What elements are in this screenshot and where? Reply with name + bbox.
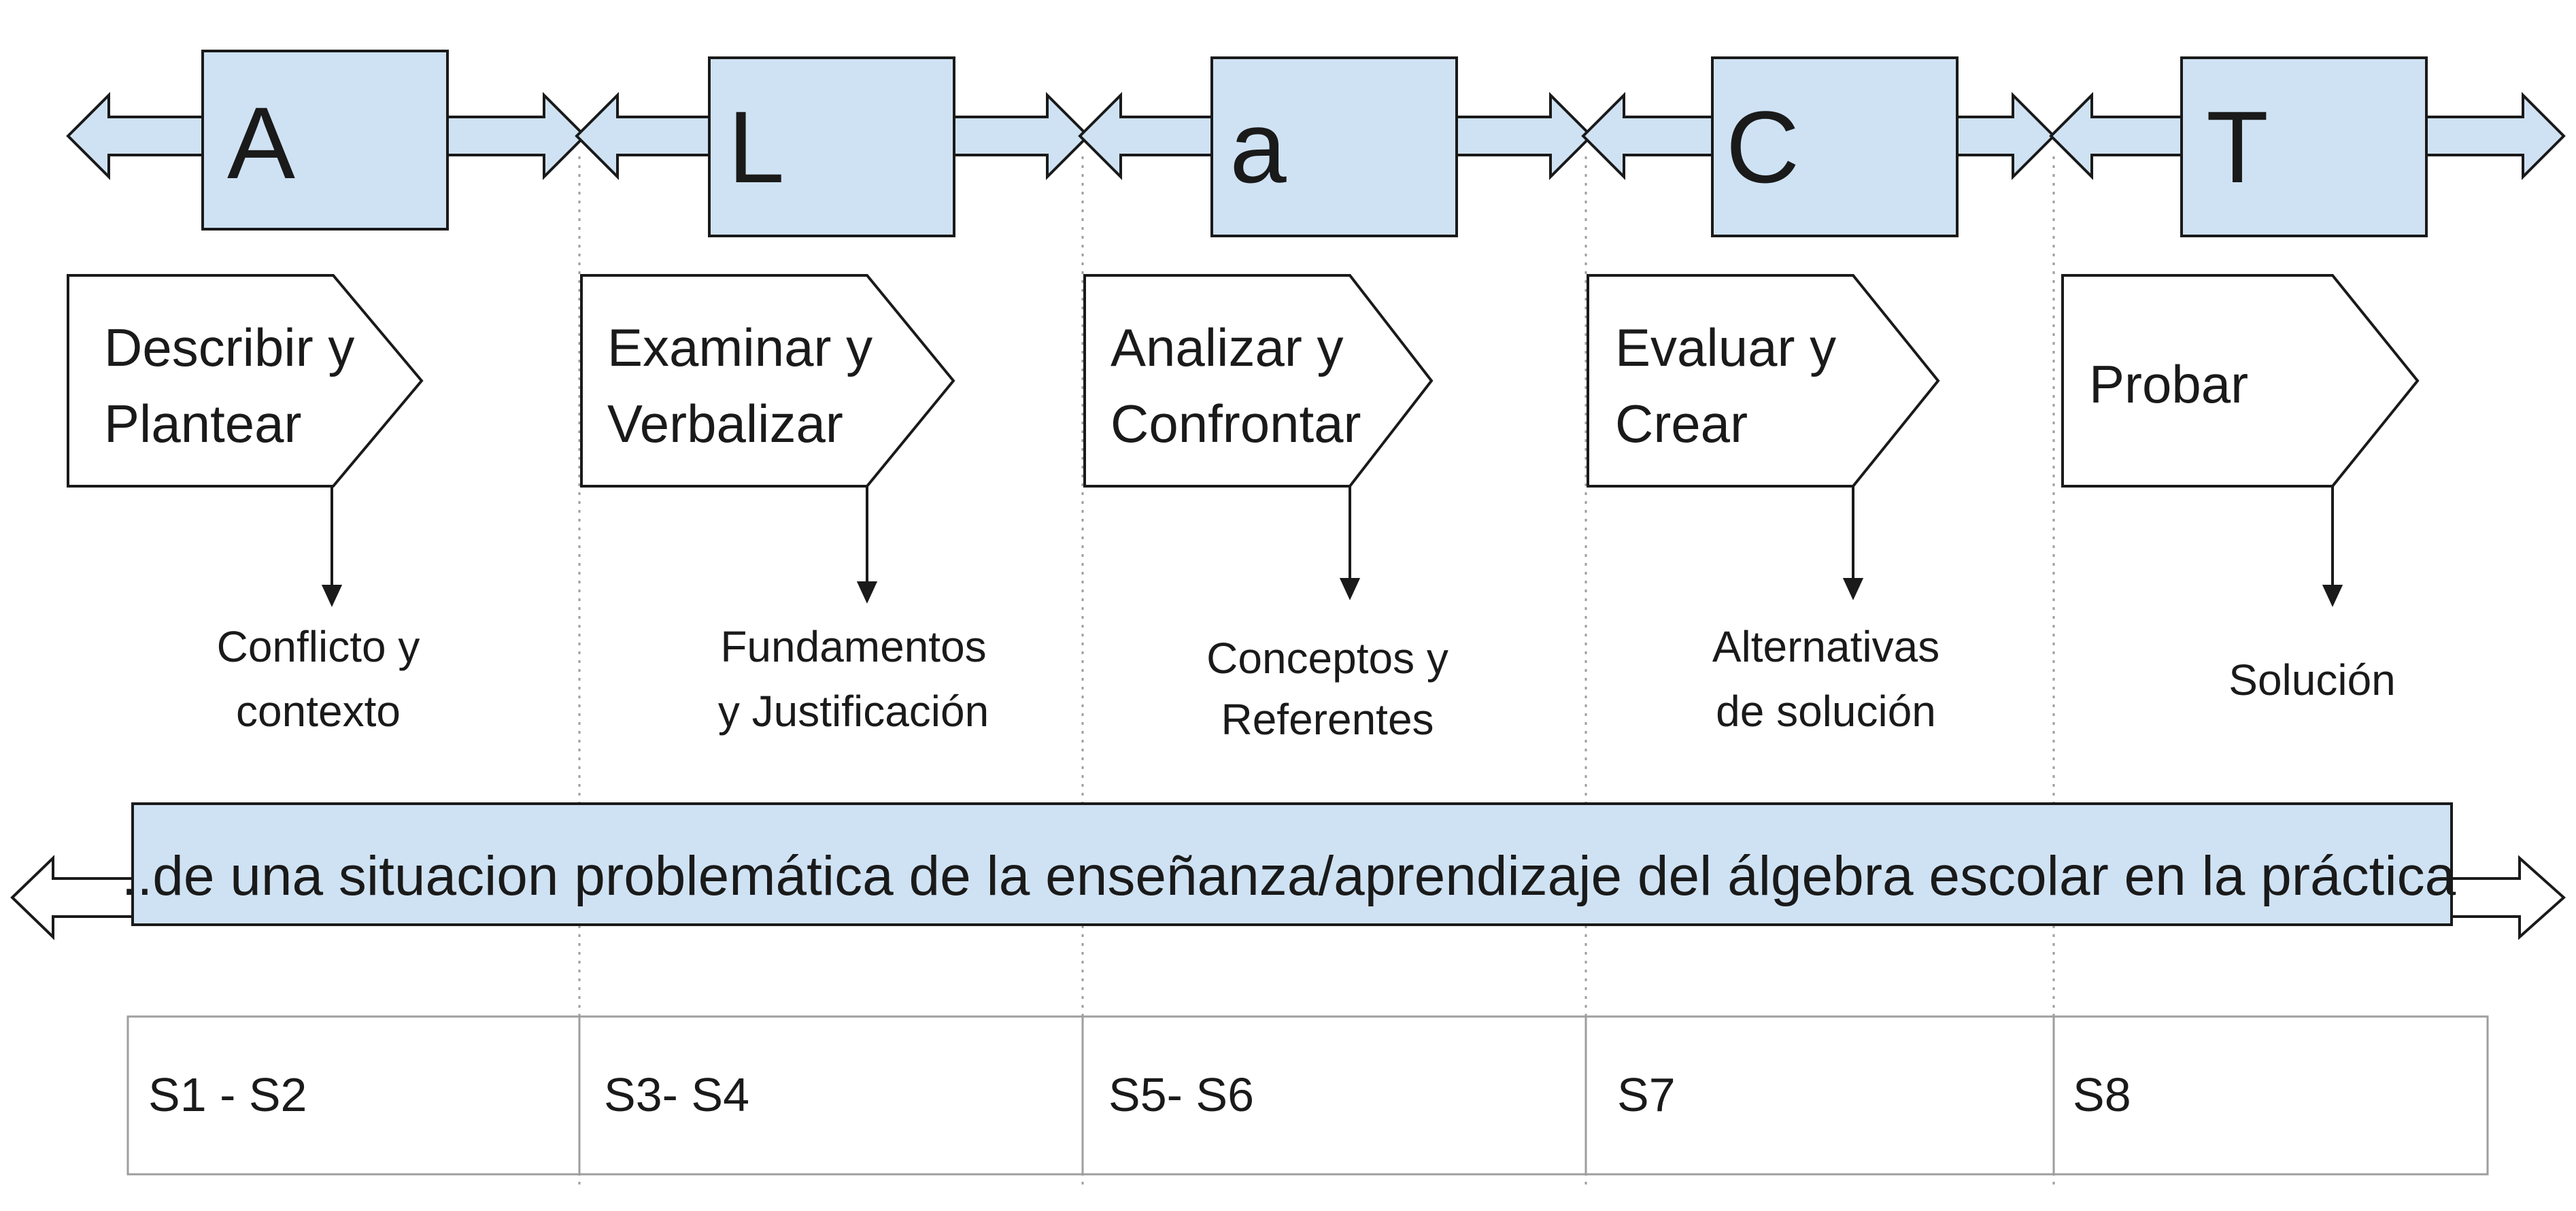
phase-letter: A [227, 86, 295, 200]
outcome-label: Solución [2228, 655, 2396, 704]
letter-box [201, 50, 449, 231]
phase-letter: L [728, 90, 784, 204]
session-cell: S7 [1617, 1068, 1676, 1121]
down-arrow-head [1842, 578, 1864, 600]
stage-labels: Describir y Plantear Examinar y Verbaliz… [104, 318, 2248, 454]
down-arrow-head [321, 585, 343, 607]
outcome-label: Conceptos y [1206, 634, 1448, 683]
stage-label: Crear [1615, 394, 1748, 454]
stage-pentagon [1587, 274, 1940, 488]
phase-separators [578, 156, 2055, 1187]
band-text: ..de una situacion problemática de la en… [122, 845, 2456, 907]
session-cell: S8 [2073, 1068, 2131, 1121]
stage-label: Verbalizar [607, 394, 843, 454]
stage-shapes [67, 274, 2420, 488]
letter-boxes [201, 50, 2428, 237]
outcome-label: Referentes [1221, 695, 1434, 744]
band-box [131, 802, 2453, 926]
outcome-label: Conflicto y [217, 622, 420, 671]
stage-pentagon [67, 274, 424, 488]
stage-label: Describir y [104, 318, 354, 377]
sessions-table-frame [126, 1015, 2489, 1176]
letter-box [2180, 56, 2428, 237]
outcome-label: de solución [1716, 687, 1936, 736]
letter-box [708, 56, 955, 237]
stage-label: Evaluar y [1615, 318, 1836, 377]
down-arrow-head [2322, 585, 2343, 607]
sessions-table: S1 - S2 S3- S4 S5- S6 S7 S8 [126, 1015, 2489, 1176]
outcome-label: contexto [236, 687, 401, 736]
session-cell: S5- S6 [1108, 1068, 1254, 1121]
session-cell: S1 - S2 [148, 1068, 307, 1121]
letters: A L a C T [227, 86, 2269, 204]
stage-label: Probar [2089, 354, 2248, 414]
outcome-label: Fundamentos [720, 622, 986, 671]
outcome-label: Alternativas [1712, 622, 1939, 671]
letter-box [1711, 56, 1959, 237]
session-cell: S3- S4 [604, 1068, 749, 1121]
phase-letter: C [1726, 90, 1799, 204]
phase-letter: a [1230, 90, 1287, 204]
stage-label: Examinar y [607, 318, 872, 377]
outcomes: Conflicto y contexto Fundamentos y Justi… [217, 622, 2396, 744]
outcome-label: y Justificación [718, 687, 989, 736]
stage-label: Plantear [104, 394, 302, 454]
down-arrow-head [856, 581, 878, 604]
letter-box [1210, 56, 1458, 237]
down-arrow-head [1339, 578, 1361, 600]
stage-label: Analizar y [1111, 318, 1343, 377]
stage-label: Confrontar [1111, 394, 1361, 454]
stage-pentagon [2061, 274, 2420, 488]
phase-letter: T [2206, 90, 2269, 204]
context-band: ..de una situacion problemática de la en… [10, 802, 2566, 940]
stage-pentagon [580, 274, 955, 488]
stage-pentagon [1083, 274, 1434, 488]
down-arrows [321, 486, 2343, 607]
